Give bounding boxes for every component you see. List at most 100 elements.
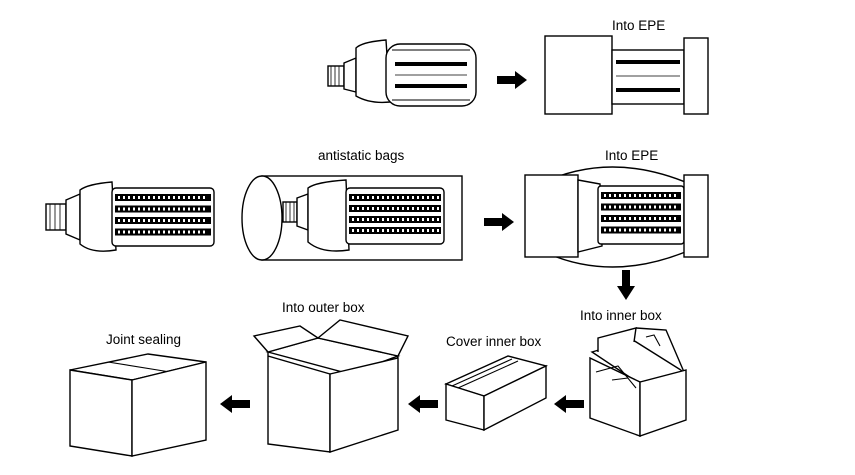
- led-chip: [118, 207, 120, 211]
- inner-box-closed: [444, 355, 549, 432]
- led-chip: [402, 229, 404, 232]
- outer-box-open: [252, 319, 410, 453]
- led-chip: [654, 194, 656, 197]
- led-chip: [148, 219, 150, 222]
- led-chip: [377, 218, 379, 221]
- led-chip: [634, 194, 636, 197]
- led-chip: [417, 229, 419, 232]
- led-chip: [382, 196, 384, 199]
- led-chip: [372, 196, 374, 199]
- led-chip: [387, 218, 389, 221]
- led-chip: [604, 194, 606, 197]
- inner-box-open: [589, 327, 687, 437]
- label-into-epe-top: Into EPE: [612, 18, 665, 33]
- led-chip: [659, 205, 661, 209]
- led-chip: [412, 229, 414, 232]
- label-into-outer-box: Into outer box: [282, 300, 365, 315]
- led-chip: [158, 196, 160, 199]
- led-chip: [614, 217, 616, 220]
- led-chip: [193, 207, 195, 211]
- led-chip: [188, 230, 190, 234]
- led-chip: [392, 196, 394, 199]
- led-chip: [624, 194, 626, 197]
- lamp-in-epe-top: [544, 35, 709, 115]
- led-chip: [183, 207, 185, 211]
- bag-opening: [241, 175, 283, 261]
- epe-block-right: [683, 174, 709, 258]
- led-chip: [609, 205, 611, 209]
- led-chip: [153, 230, 155, 234]
- led-chip: [422, 229, 424, 232]
- led-chip: [357, 196, 359, 199]
- led-chip: [674, 194, 676, 197]
- led-chip: [669, 228, 671, 232]
- led-chip: [118, 196, 120, 199]
- led-chip: [387, 207, 389, 210]
- led-chip: [133, 196, 135, 199]
- led-chip: [357, 207, 359, 210]
- led-chip: [133, 219, 135, 222]
- led-chip: [158, 207, 160, 211]
- black-arrow-icon: [220, 395, 250, 413]
- led-chip: [198, 230, 200, 234]
- led-chip: [193, 196, 195, 199]
- led-chip: [674, 228, 676, 232]
- led-chip: [422, 207, 424, 210]
- led-chip: [392, 207, 394, 210]
- led-chip: [407, 207, 409, 210]
- led-chip: [143, 219, 145, 222]
- led-chip: [674, 205, 676, 209]
- led-chip: [422, 196, 424, 199]
- led-chip: [372, 218, 374, 221]
- lamp-in-epe-mid: [524, 166, 709, 268]
- led-chip: [402, 218, 404, 221]
- led-chip: [397, 207, 399, 210]
- led-chip: [163, 207, 165, 211]
- led-chip: [123, 207, 125, 211]
- label-joint-sealing: Joint sealing: [106, 332, 181, 347]
- led-chip: [198, 196, 200, 199]
- led-chip: [357, 218, 359, 221]
- outer-box-flap-back: [316, 319, 410, 357]
- led-chip: [422, 218, 424, 221]
- led-chip: [178, 219, 180, 222]
- led-chip: [382, 229, 384, 232]
- lamp-screw-base: [327, 65, 345, 87]
- led-chip: [619, 228, 621, 232]
- led-chip: [417, 196, 419, 199]
- led-chip: [377, 229, 379, 232]
- lamp-hat: [307, 179, 350, 252]
- arrow-left-3: [220, 395, 250, 413]
- led-chip: [362, 229, 364, 232]
- led-chip: [143, 196, 145, 199]
- black-arrow-icon: [408, 395, 438, 413]
- led-chip: [123, 219, 125, 222]
- led-chip: [629, 194, 631, 197]
- led-chip: [614, 194, 616, 197]
- led-chip: [183, 219, 185, 222]
- outer-box-sealed-front: [69, 369, 133, 457]
- led-chip: [437, 218, 439, 221]
- led-chip: [609, 228, 611, 232]
- led-strip: [349, 194, 441, 201]
- led-chip: [367, 229, 369, 232]
- led-chip: [427, 218, 429, 221]
- arrow-right-1: [497, 71, 527, 89]
- led-chip: [649, 217, 651, 220]
- led-chip: [382, 218, 384, 221]
- led-chip: [604, 217, 606, 220]
- led-chip: [362, 218, 364, 221]
- led-chip: [609, 217, 611, 220]
- led-chip: [118, 219, 120, 222]
- epe-block-right: [683, 37, 709, 115]
- led-chip: [387, 229, 389, 232]
- led-chip: [432, 218, 434, 221]
- led-chip: [659, 217, 661, 220]
- led-chip: [397, 229, 399, 232]
- outer-box-sealed: [69, 353, 207, 457]
- outer-box-side: [329, 357, 399, 453]
- led-chip: [183, 196, 185, 199]
- led-chip: [372, 229, 374, 232]
- lamp-hat: [79, 181, 117, 252]
